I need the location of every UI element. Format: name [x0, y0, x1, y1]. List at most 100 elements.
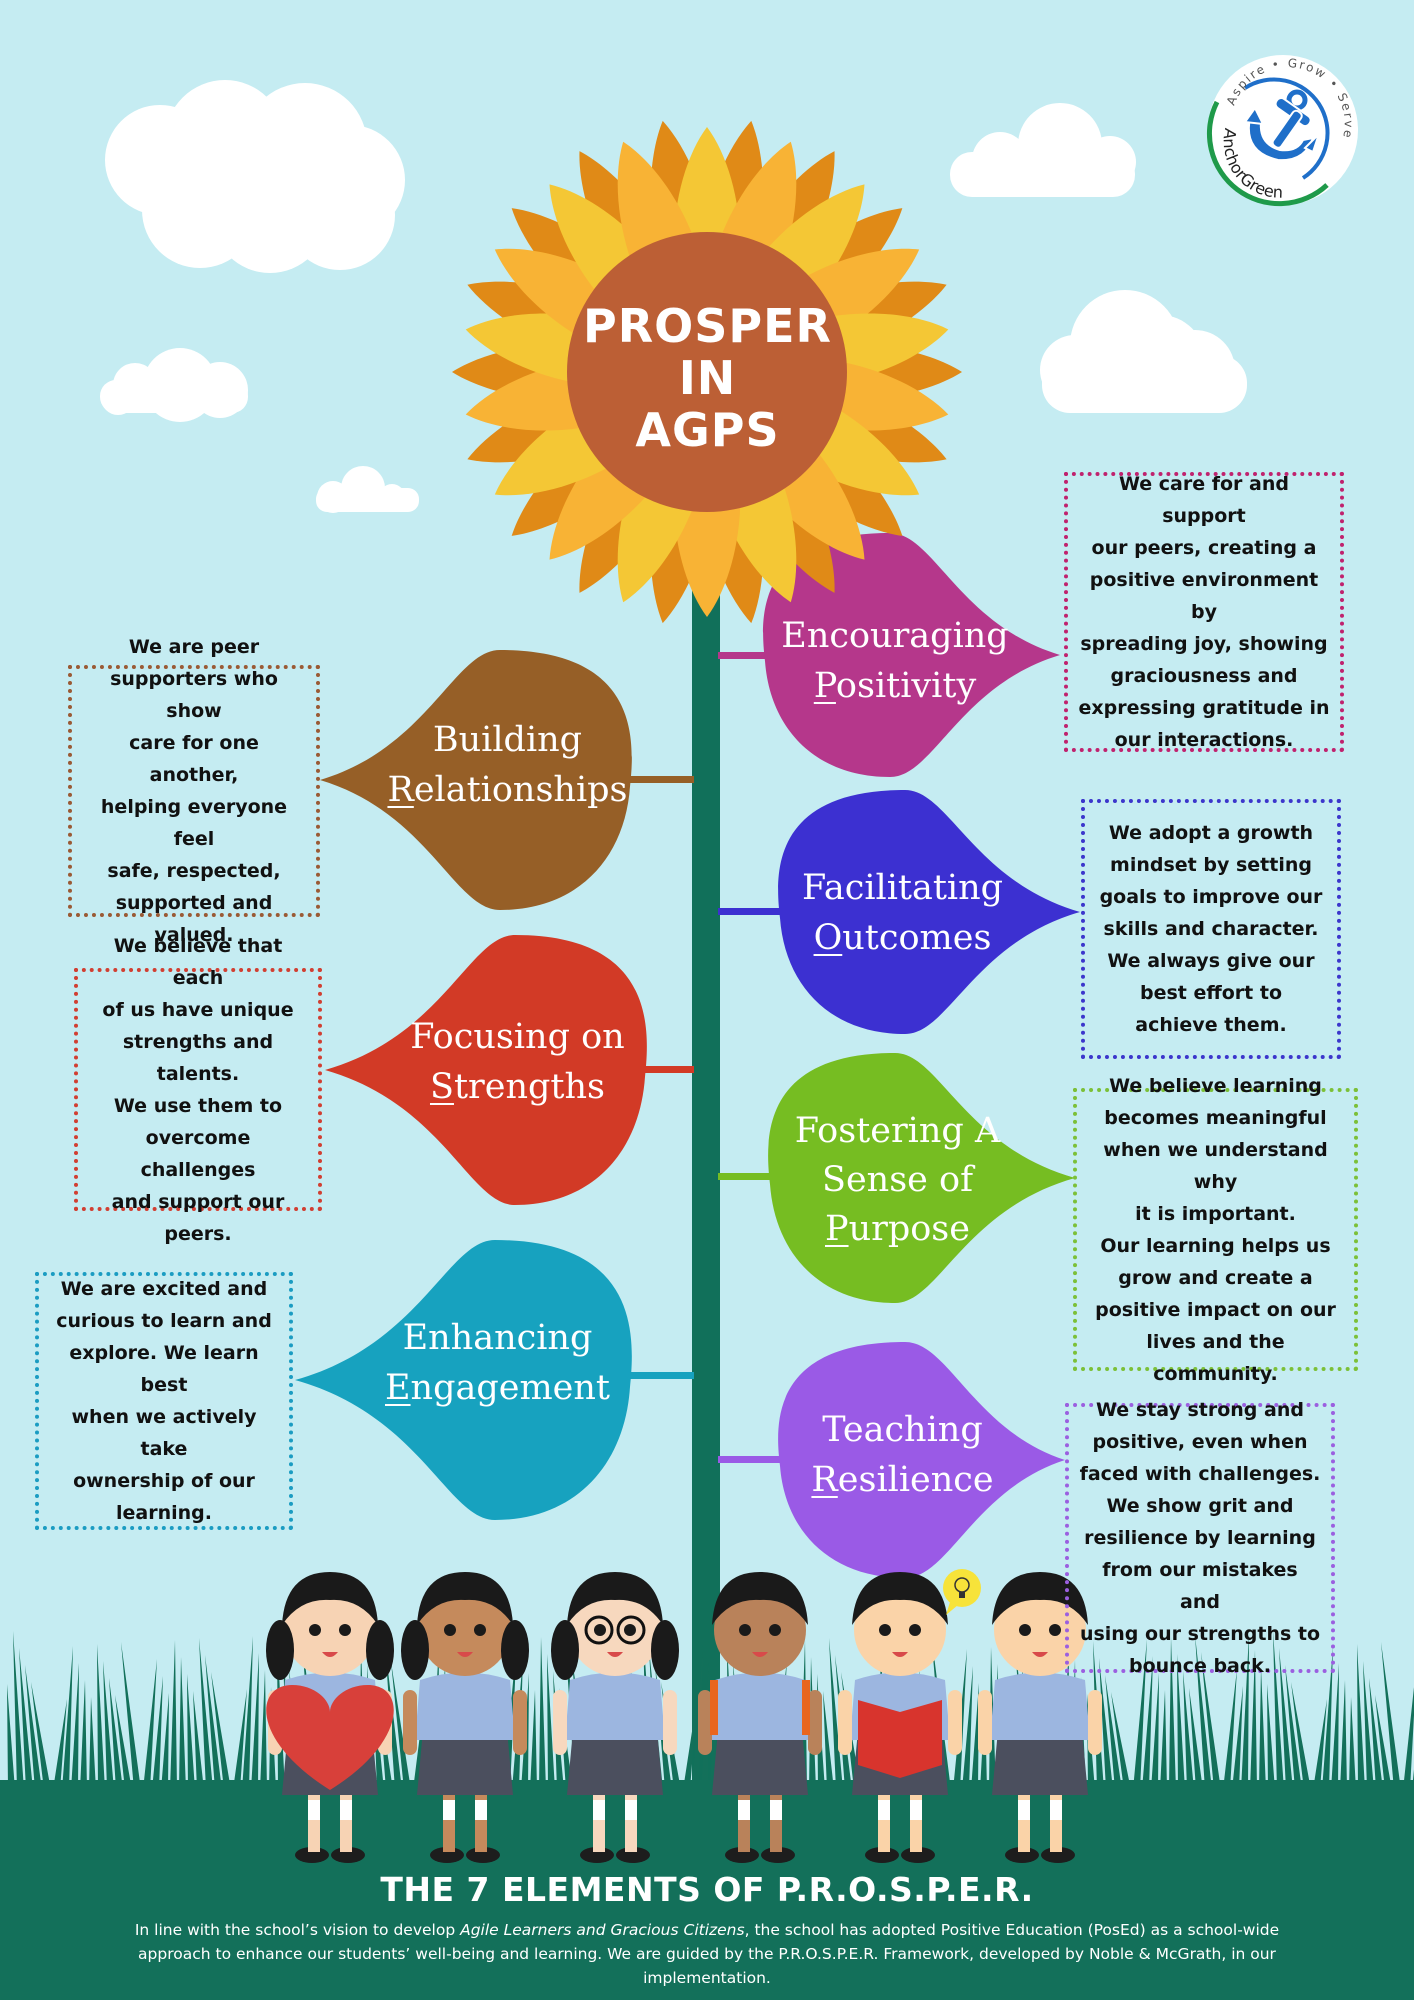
description-line: spreading joy, showing — [1080, 633, 1328, 655]
leaf-label-initial: P — [813, 666, 836, 706]
svg-text:AnchorGreen: AnchorGreen — [1220, 127, 1284, 202]
description-line: lives and the community. — [1146, 1330, 1285, 1385]
leaf-label-initial: P — [825, 1209, 849, 1249]
svg-text:Aspire • Grow • Serve: Aspire • Grow • Serve — [1224, 56, 1356, 141]
book-prop — [858, 1700, 942, 1778]
child-girl-waving — [401, 1572, 529, 1863]
leaf-label-facilitating-outcomes: Facilitating Outcomes — [775, 863, 1030, 963]
leaf-label-line: Facilitating — [801, 868, 1004, 908]
leaf-label-building-relationships: Building Relationships — [375, 715, 640, 815]
leaf-label-initial: R — [811, 1460, 838, 1500]
footer-heading: THE 7 ELEMENTS OF P.R.O.S.P.E.R. — [380, 1870, 1034, 1909]
leaf-label-rest: elationships — [413, 770, 628, 810]
description-line: expressing gratitude in — [1078, 697, 1330, 719]
description-line: strengths and talents. — [122, 1030, 274, 1085]
leaf-label-rest: ositivity — [835, 666, 977, 706]
leaf-label-line: Relationships — [375, 765, 640, 815]
description-line: We use them to — [113, 1094, 283, 1117]
description-line: becomes meaningful — [1104, 1106, 1327, 1129]
leaf-label-line: Fostering A — [794, 1111, 1001, 1151]
description-line: positive environment by — [1089, 569, 1319, 623]
leaf-label-initial: S — [429, 1067, 454, 1107]
leaf-encouraging-positivity — [763, 533, 1060, 777]
leaf-focusing-on-strengths — [325, 935, 647, 1205]
leaf-facilitating-outcomes — [778, 790, 1080, 1034]
description-line: of us have unique — [102, 998, 294, 1021]
heart-prop — [266, 1685, 394, 1790]
leaf-label-teaching-resilience: Teaching Resilience — [775, 1405, 1030, 1505]
cloud-tiny-left — [316, 466, 419, 513]
description-line: when we understand why — [1103, 1138, 1328, 1193]
description-text: We believe that each of us have unique str… — [88, 930, 308, 1250]
anchor-icon — [1243, 89, 1320, 162]
backpack-strap — [710, 1680, 718, 1735]
leaf-teaching-resilience — [778, 1342, 1065, 1578]
description-box-focusing-on-strengths: We believe that each of us have unique str… — [74, 935, 322, 1245]
leaf-label-initial: E — [384, 1368, 411, 1408]
description-line: explore. We learn best — [69, 1342, 259, 1396]
leaves-layer — [295, 533, 1080, 1578]
lightbulb-icon — [943, 1569, 981, 1615]
description-line: from our mistakes and — [1102, 1559, 1298, 1613]
leaf-label-enhancing-engagement: Enhancing Engagement — [365, 1313, 630, 1413]
title-line: PROSPER — [583, 299, 832, 353]
leaf-label-line: Engagement — [365, 1363, 630, 1413]
description-line: care for one another, — [129, 732, 259, 786]
description-line: and support our peers. — [111, 1190, 285, 1245]
leaf-label-line: Focusing on — [410, 1017, 625, 1057]
description-line: ownership of our — [73, 1470, 255, 1492]
cloud-right — [1040, 290, 1247, 413]
description-line: our peers, creating a — [1091, 537, 1317, 559]
leaf-label-rest: utcomes — [842, 918, 992, 958]
flower-stem — [692, 590, 720, 1890]
description-line: supported and valued. — [115, 892, 273, 946]
description-line: We are peer — [128, 636, 260, 658]
footer-body-text: , the school has adopted Positive Educat… — [138, 1921, 1280, 1987]
leaf-label-line: Building — [432, 720, 583, 760]
title-line: AGPS — [635, 403, 780, 457]
description-box-encouraging-positivity: We care for and support our peers, creati… — [1064, 472, 1344, 752]
leaf-label-line: Resilience — [775, 1455, 1030, 1505]
leaf-label-rest: esilience — [837, 1460, 994, 1500]
leaf-label-focusing-on-strengths: Focusing on Strengths — [385, 1012, 650, 1112]
description-line: We care for and support — [1119, 473, 1289, 527]
description-line: We show grit and — [1106, 1495, 1294, 1517]
child-boy-jumping — [978, 1572, 1102, 1863]
child-girl-with-glasses — [551, 1572, 679, 1863]
description-text: We care for and support our peers, creati… — [1078, 468, 1330, 756]
title-line: IN — [678, 351, 737, 405]
description-line: We always give our — [1107, 950, 1315, 972]
leaf-label-fostering-purpose: Fostering A Sense of Purpose — [770, 1107, 1025, 1254]
child-girl-with-heart — [266, 1572, 394, 1863]
description-line: when we actively take — [71, 1406, 257, 1460]
leaf-label-encouraging-positivity: Encouraging Positivity — [765, 611, 1025, 711]
anchorgreen-logo — [1206, 55, 1358, 207]
leaf-label-line: Teaching — [822, 1410, 983, 1450]
leaf-label-line: Positivity — [765, 661, 1025, 711]
leaf-building-relationships — [320, 650, 632, 910]
footer-body-italic: Agile Learners and Gracious Citizens — [460, 1921, 745, 1939]
children-group — [266, 1569, 1102, 1863]
leaf-label-line: Encouraging — [781, 616, 1009, 656]
description-line: positive impact on our — [1095, 1298, 1336, 1321]
logo-blue-ring — [1243, 77, 1330, 180]
description-line: helping everyone feel — [100, 796, 288, 850]
description-line: We believe that each — [113, 934, 283, 989]
description-line: resilience by learning — [1084, 1527, 1316, 1549]
description-line: curious to learn and — [56, 1310, 272, 1332]
leaf-label-rest: trengths — [453, 1067, 605, 1107]
leaf-label-line: Sense of — [821, 1160, 974, 1200]
description-line: learning. — [116, 1502, 212, 1524]
clouds — [100, 80, 1247, 513]
logo-motto: Aspire • Grow • Serve — [1224, 56, 1354, 141]
description-line: We adopt a growth — [1108, 822, 1314, 844]
description-line: overcome challenges — [140, 1126, 256, 1181]
footer-body-text: In line with the school’s vision to deve… — [134, 1921, 461, 1939]
